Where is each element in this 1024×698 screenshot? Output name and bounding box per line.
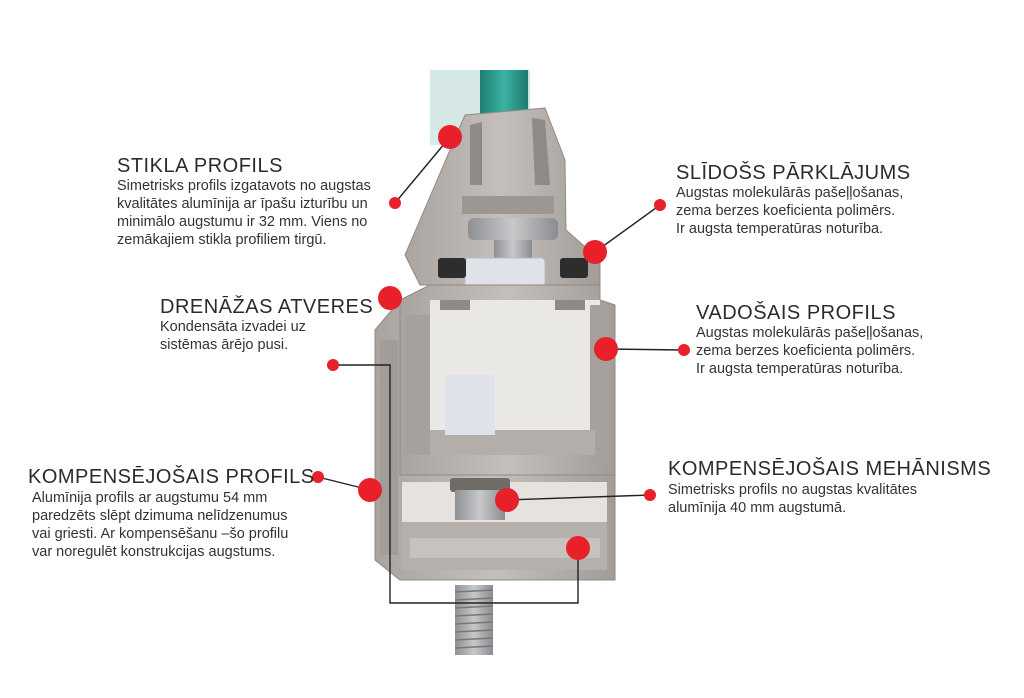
marker-dot bbox=[678, 344, 690, 356]
marker-dot bbox=[438, 125, 462, 149]
marker-dot bbox=[495, 488, 519, 512]
marker-dot bbox=[594, 337, 618, 361]
drainage-holes-title: DRENĀŽAS ATVERES bbox=[160, 296, 374, 318]
guide-profile-title: VADOŠAIS PROFILS bbox=[696, 302, 896, 324]
leader-lines bbox=[317, 136, 685, 604]
glass-profile-title: STIKLA PROFILS bbox=[117, 155, 283, 177]
marker-dot bbox=[327, 359, 339, 371]
compensating-mechanism-description: Simetrisks profils no augstas kvalitātes… bbox=[668, 482, 918, 516]
threaded-rod bbox=[454, 585, 494, 655]
marker-dot bbox=[312, 471, 324, 483]
compensating-profile-description: Alumīnija profils ar augstumu 54 mm pare… bbox=[32, 490, 289, 560]
marker-dot bbox=[378, 286, 402, 310]
compensating-mechanism-title: KOMPENSĒJOŠAIS MEHĀNISMS bbox=[668, 458, 992, 480]
compensating-profile bbox=[374, 298, 616, 581]
compensating-profile-title: KOMPENSĒJOŠAIS PROFILS bbox=[28, 466, 315, 488]
guide-profile bbox=[399, 284, 616, 476]
drainage-holes-description: Kondensāta izvadei uz sistēmas ārējo pus… bbox=[160, 319, 306, 353]
callout-markers bbox=[312, 125, 690, 560]
sliding-coating-description: Augstas molekulārās pašeļļošanas, zema b… bbox=[676, 185, 904, 237]
glass-profile-description: Simetrisks profils izgatavots no augstas… bbox=[117, 178, 371, 248]
marker-dot bbox=[654, 199, 666, 211]
marker-dot bbox=[644, 489, 656, 501]
guide-profile-description: Augstas molekulārās pašeļļošanas, zema b… bbox=[696, 325, 924, 377]
marker-dot bbox=[358, 478, 382, 502]
sliding-coating-title: SLĪDOŠS PĀRKLĀJUMS bbox=[676, 162, 911, 184]
marker-dot bbox=[583, 240, 607, 264]
marker-dot bbox=[566, 536, 590, 560]
marker-dot bbox=[389, 197, 401, 209]
